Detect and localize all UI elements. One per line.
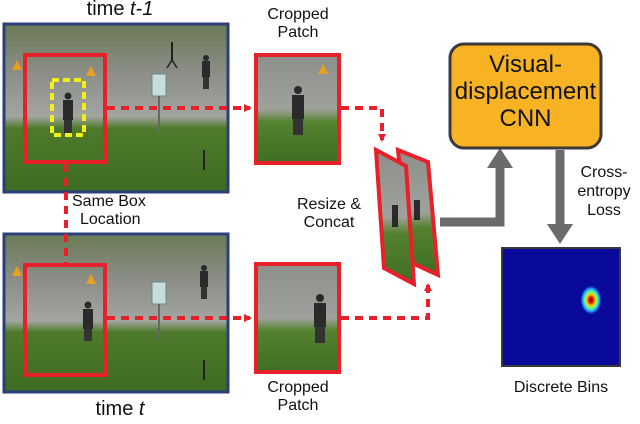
discrete-bins-heatmap	[501, 247, 621, 367]
cnn-label: Visual- displacement CNN	[452, 51, 599, 133]
cnn-label-line3: CNN	[499, 104, 552, 132]
target-box-yellow	[50, 78, 86, 137]
search-box-top	[23, 53, 107, 164]
loss-label-line1: Cross-	[580, 164, 628, 181]
cropped-patch-bottom-line2: Patch	[277, 397, 319, 415]
cropped-patch-bottom-line1: Cropped	[267, 379, 329, 396]
arrow-patch-to-stack-top	[341, 106, 386, 142]
arrow-cnn-to-bins-head	[547, 224, 573, 244]
frame-top-title-var: t-1	[130, 0, 154, 20]
resize-concat-line1: Resize &	[296, 196, 362, 213]
discrete-bins-caption: Discrete Bins	[513, 379, 609, 396]
frame-bottom-title-prefix: time	[95, 398, 139, 420]
frame-bottom-title-var: t	[138, 398, 145, 420]
loss-label: Cross- entropy Loss	[568, 163, 640, 221]
frame-top-title-prefix: time	[86, 0, 130, 20]
stacked-patch-front	[373, 146, 417, 288]
frame-bottom	[2, 232, 230, 394]
cropped-patch-top	[254, 53, 341, 165]
cropped-patch-bottom-label: Cropped Patch	[250, 379, 346, 416]
cnn-block	[448, 42, 603, 150]
cropped-patch-top-line1: Cropped	[267, 6, 329, 23]
loss-label-line3: Loss	[587, 202, 621, 220]
resize-concat-label: Resize & Concat	[290, 196, 368, 233]
cnn-label-line2: displacement	[454, 77, 597, 105]
frame-top-title: time t-1	[60, 0, 180, 21]
arrow-stack-to-cnn-head	[487, 148, 513, 168]
cropped-patch-top-label: Cropped Patch	[250, 6, 346, 43]
same-box-label-line1: Same Box	[72, 193, 146, 210]
arrow-stack-to-cnn	[440, 165, 505, 227]
loss-label-line2: entropy	[577, 183, 631, 201]
frame-bottom-title: time t	[60, 398, 180, 421]
cropped-patch-bottom	[254, 262, 341, 374]
same-box-label: Same Box Location	[72, 193, 172, 230]
arrow-patch-to-stack-bottom	[341, 283, 432, 320]
resize-concat-line2: Concat	[303, 214, 355, 232]
same-box-label-line2: Location	[80, 211, 141, 229]
search-box-bottom	[23, 263, 107, 377]
cropped-patch-top-line2: Patch	[277, 24, 319, 42]
cnn-label-line1: Visual-	[489, 51, 562, 78]
